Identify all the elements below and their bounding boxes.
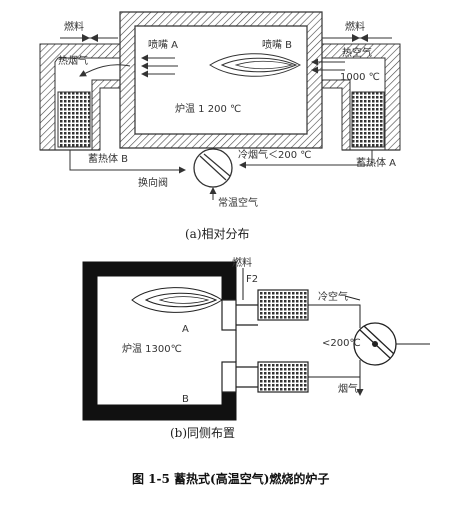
figure-title: 图 1-5 蓄热式(高温空气)燃烧的炉子 [132,471,329,486]
label-hot-air: 热空气 [342,46,372,59]
burner-necks-b [221,299,258,393]
regenerator-a-block [351,91,385,148]
diagram-b: 燃料 F2 冷空气 A 炉温 1300℃ <200℃ B 烟气 (b)同侧布置 [82,256,430,440]
label-nozzle-a: 喷嘴 A [148,39,178,51]
label-flue-temp-b: <200℃ [322,338,361,349]
label-normal-temp-air: 常温空气 [218,196,258,209]
hot-air-arrows [311,58,345,74]
furnace-wall-b [82,261,237,421]
regenerator-b-block [57,91,91,148]
label-furnace-temp-b: 炉温 1300℃ [122,343,182,355]
label-point-b: B [182,394,189,405]
regenerator-top-b [257,289,309,321]
label-flue-gas-b: 烟气 [338,382,358,395]
label-furnace-temp-a: 炉温 1 200 ℃ [175,103,241,115]
label-cold-air: 冷空气 [318,290,348,303]
caption-a: (a)相对分布 [185,227,250,241]
label-f2: F2 [246,274,258,285]
label-fuel-right: 燃料 [345,20,365,33]
duct-lines-b [308,295,430,396]
label-fuel-left: 燃料 [64,20,84,33]
diagram-a: 燃料 燃料 热烟气 喷嘴 A 喷嘴 B 热空气 1000 ℃ 炉温 1 200 … [39,11,401,241]
regenerator-bottom-b [257,361,309,393]
label-cold-flue-gas: 冷烟气＜200 ℃ [238,148,312,161]
caption-b: (b)同侧布置 [170,426,235,440]
fuel-valve-left-icon [82,34,98,42]
label-air-temp: 1000 ℃ [340,72,380,83]
right-burner-block [321,43,401,151]
label-nozzle-b: 喷嘴 B [262,39,292,51]
label-hot-flue-gas: 热烟气 [58,54,88,67]
reversing-valve-b-icon [353,322,397,366]
flame-b [209,53,302,77]
label-reversing-valve: 换向阀 [138,176,168,189]
furnace-chamber-a [119,11,323,149]
label-regenerator-b: 蓄热体 B [88,152,128,165]
fuel-valve-right-icon [352,34,368,42]
label-fuel-b: 燃料 [232,256,252,269]
flue-arrows-a [79,54,178,78]
label-regenerator-a: 蓄热体 A [356,156,396,169]
duct-lines-a [69,150,373,200]
reversing-valve-a-icon [193,148,233,188]
label-point-a: A [182,324,189,335]
flame-b-left [131,287,223,313]
left-burner-block [39,43,121,151]
